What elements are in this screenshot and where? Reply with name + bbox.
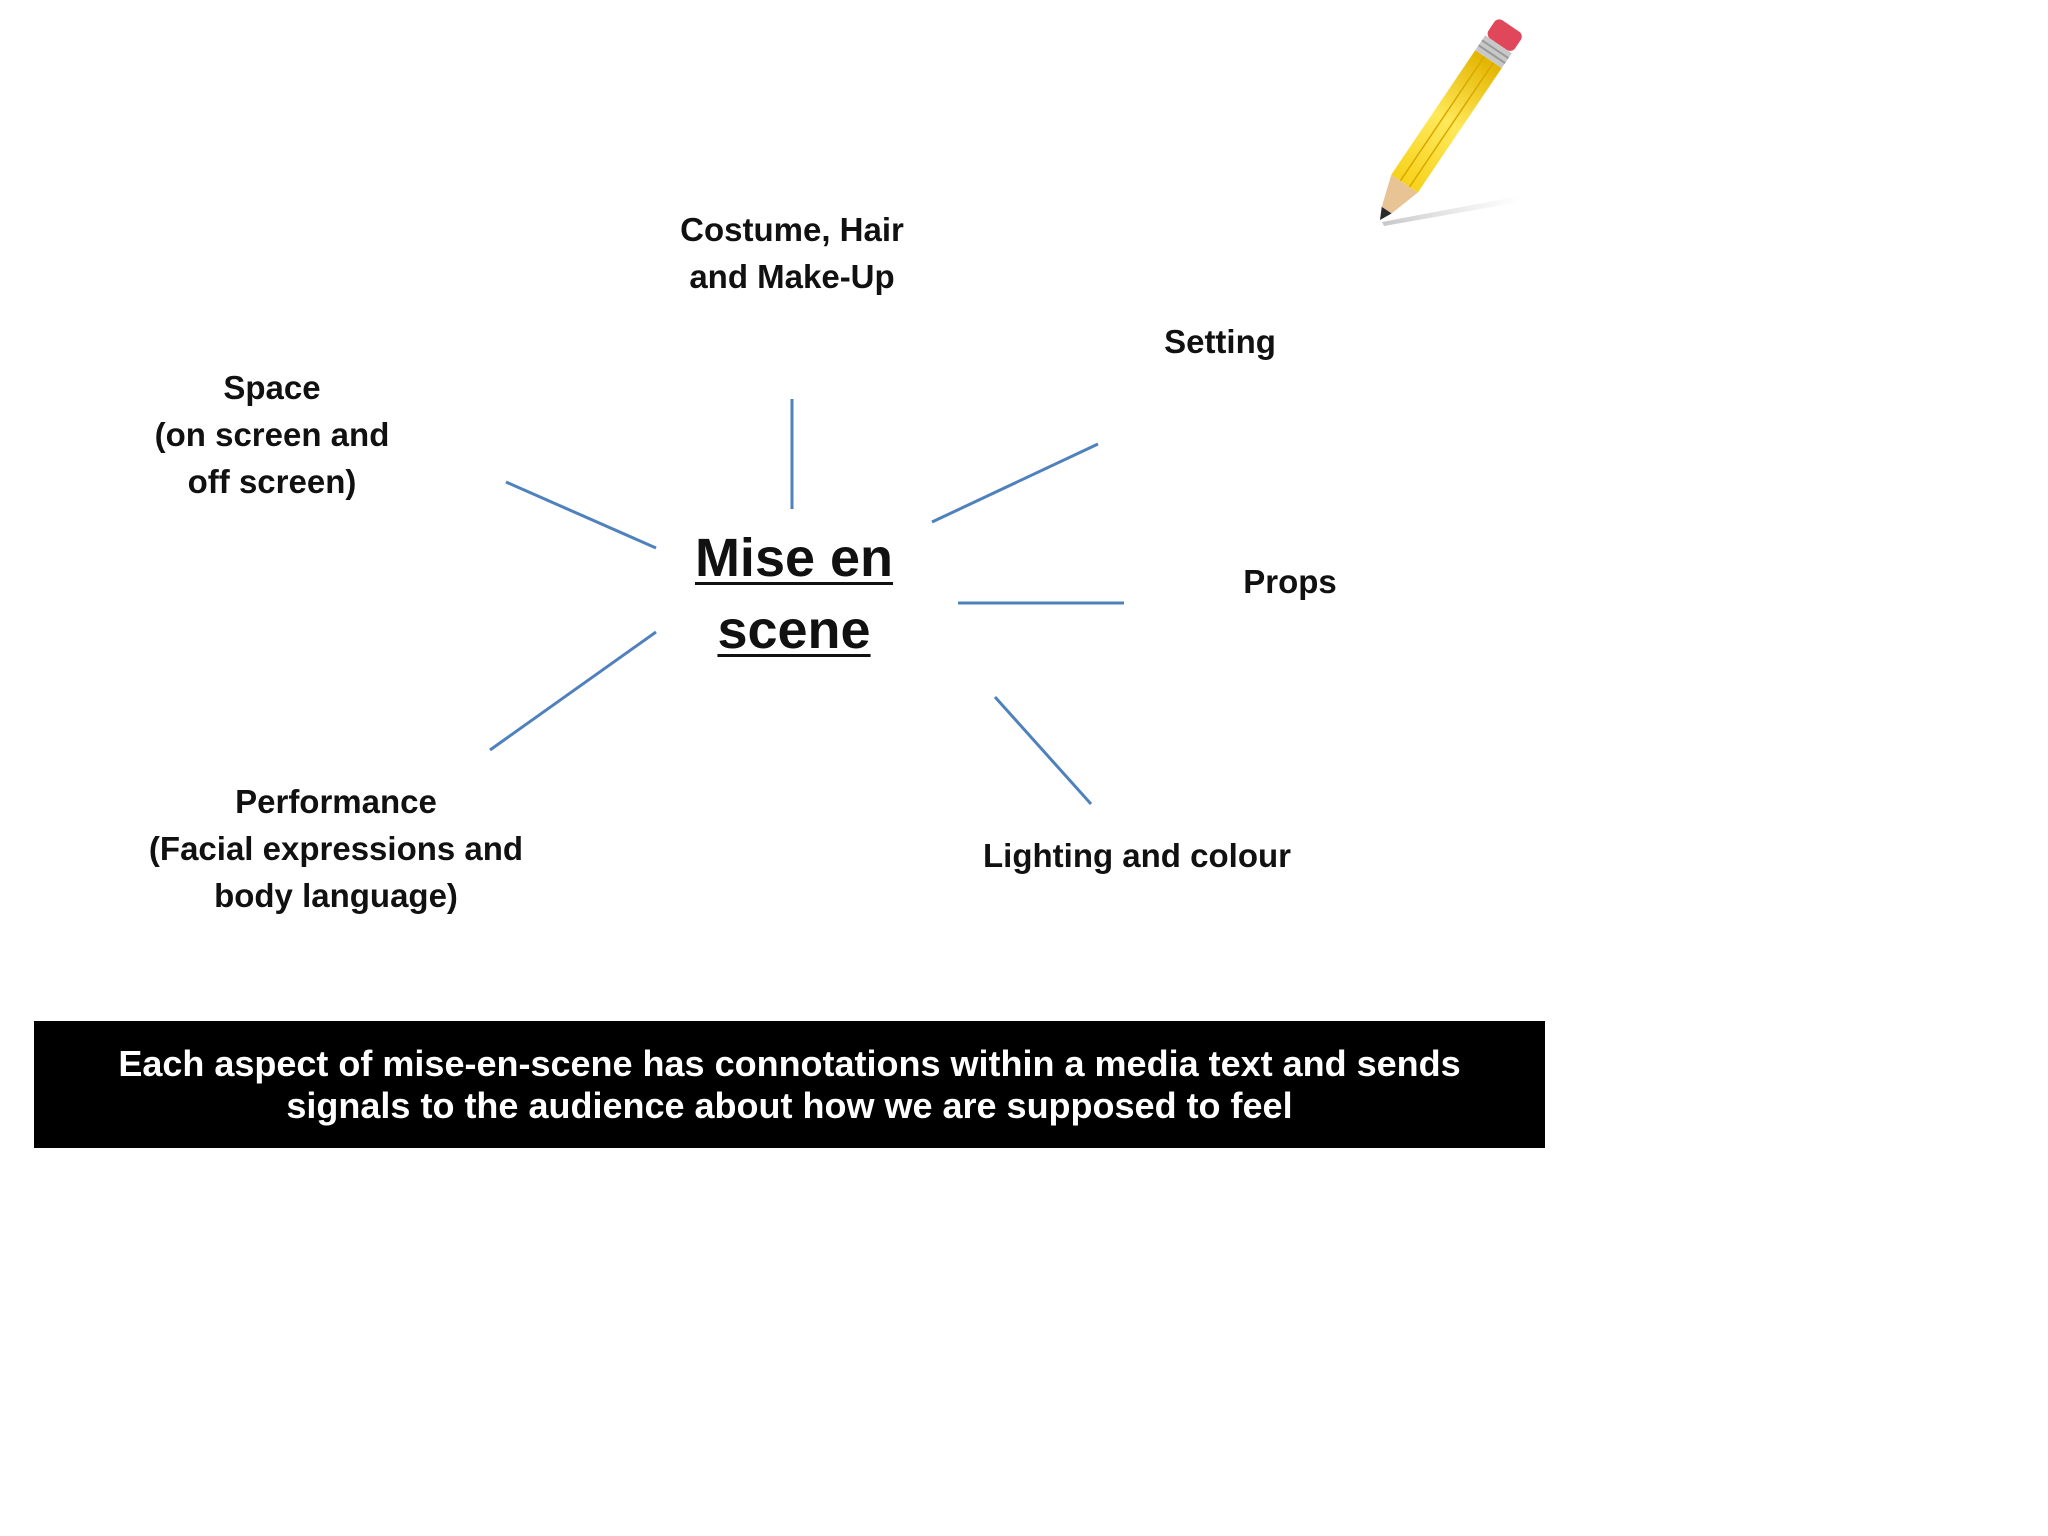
center-topic: Mise en scene [644, 522, 944, 666]
node-space-line3: off screen) [187, 463, 357, 500]
node-performance-line3: body language) [214, 877, 458, 914]
node-costume-line1: Costume, Hair [680, 211, 904, 248]
node-performance-line1: Performance [235, 783, 437, 820]
node-lighting: Lighting and colour [962, 832, 1312, 879]
node-props: Props [1210, 558, 1370, 605]
node-setting: Setting [1120, 318, 1320, 365]
connector-lighting [993, 695, 1093, 806]
node-performance: Performance (Facial expressions and body… [116, 778, 556, 919]
summary-banner: Each aspect of mise-en-scene has connota… [34, 1021, 1545, 1148]
node-costume-line2: and Make-Up [689, 258, 895, 295]
node-space-line2: (on screen and [154, 416, 390, 453]
node-costume: Costume, Hair and Make-Up [632, 206, 952, 300]
node-performance-line2: (Facial expressions and [148, 830, 524, 867]
center-topic-line2: scene [717, 600, 871, 660]
summary-banner-text: Each aspect of mise-en-scene has connota… [118, 1042, 1461, 1126]
connector-lines [489, 399, 1124, 806]
node-lighting-line1: Lighting and colour [983, 837, 1291, 874]
node-space: Space (on screen and off screen) [112, 364, 432, 505]
node-setting-line1: Setting [1164, 323, 1276, 360]
connector-setting [931, 442, 1099, 524]
node-space-line1: Space [223, 369, 321, 406]
pencil-icon [1380, 19, 1522, 226]
connector-performance [489, 630, 657, 752]
center-topic-line1: Mise en [694, 528, 894, 588]
connector-space [505, 480, 657, 550]
node-props-line1: Props [1243, 563, 1337, 600]
slide: Mise en scene Costume, Hair and Make-Up … [34, 19, 1545, 1148]
